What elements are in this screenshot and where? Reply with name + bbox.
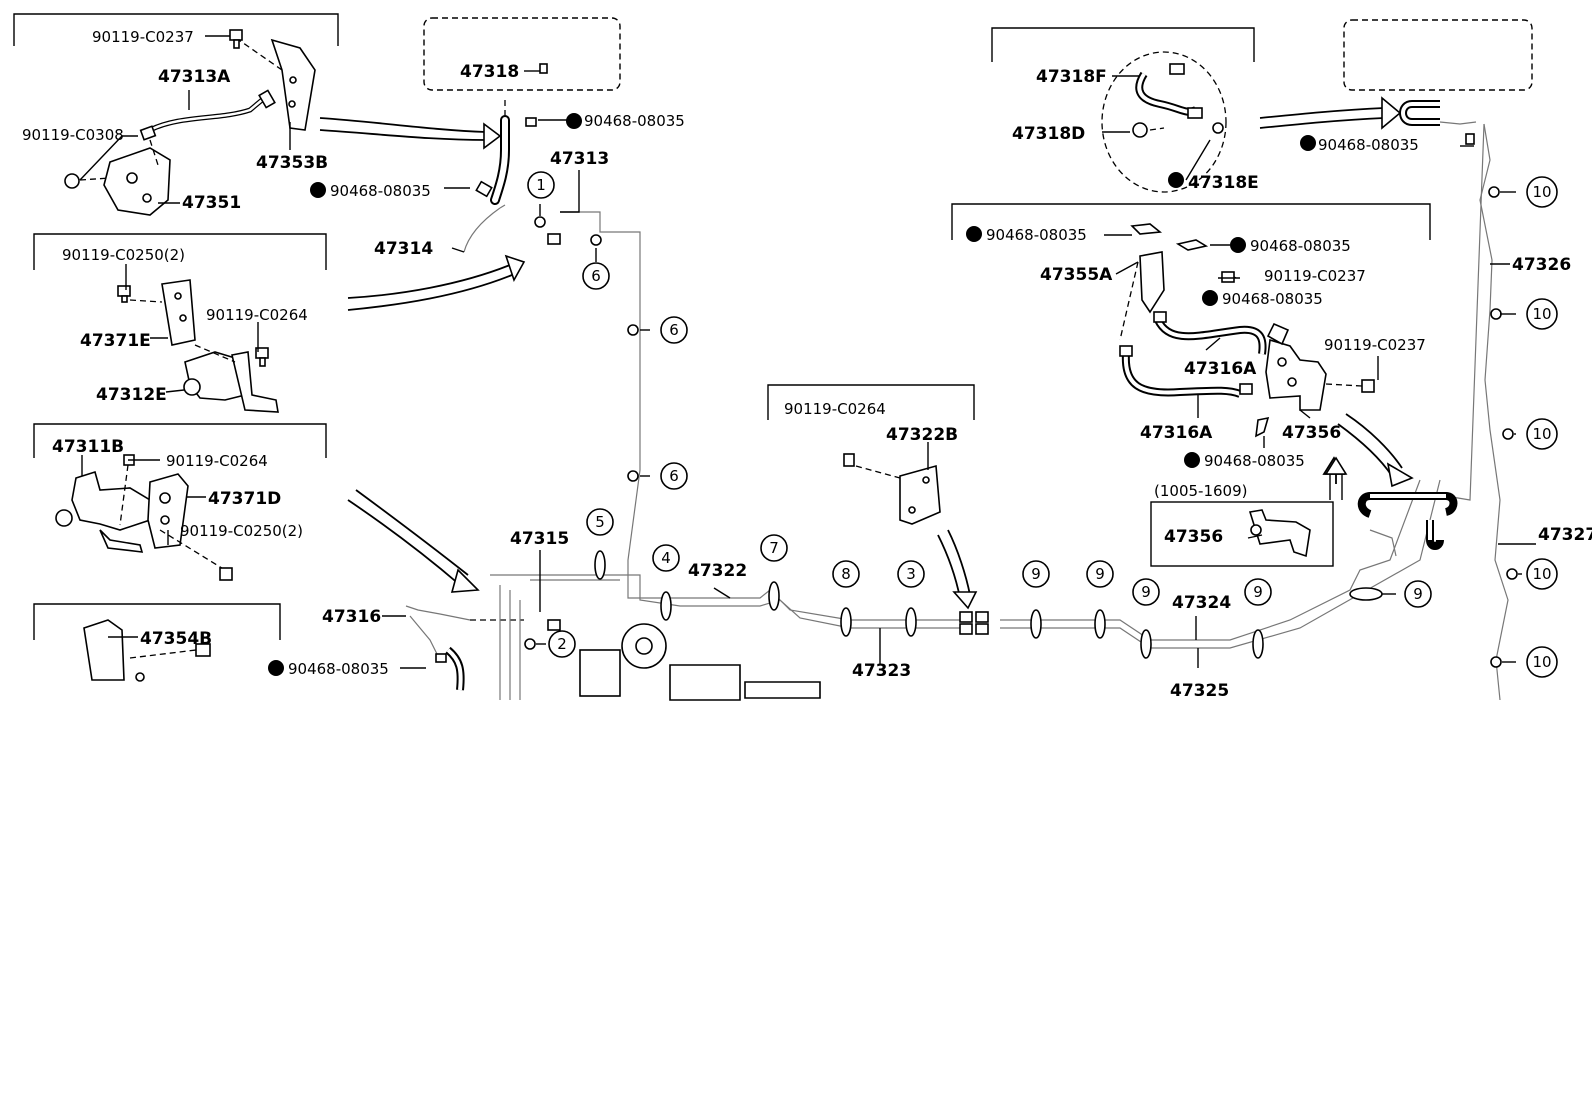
assembly-47327-area [1357,492,1458,557]
label-90468-08035: 90468-08035 [288,660,389,678]
callout-6: 6 [669,467,679,485]
label-47313: 47313 [550,149,609,169]
callout-3: 3 [906,565,916,583]
callout-9: 9 [1095,565,1105,583]
callout-6: 6 [591,267,601,285]
label-90468-08035: 90468-08035 [1204,452,1305,470]
label-47322: 47322 [688,561,747,581]
label-47315: 47315 [510,529,569,549]
callout-9: 9 [1031,565,1041,583]
label-47327: 47327 [1538,525,1592,545]
assembly-47322B [843,453,978,610]
pointer-arrow-3 [347,489,480,593]
callout-10: 10 [1532,653,1551,671]
label-47318: 47318 [460,62,519,82]
label-90119-C0237: 90119-C0237 [92,28,194,46]
label-47355A: 47355A [1040,265,1113,285]
label-90119-C0237: 90119-C0237 [1264,267,1366,285]
label-47314: 47314 [374,239,433,259]
callout-8: 8 [841,565,851,583]
assembly-47312E [117,279,279,413]
label-47313A: 47313A [158,67,231,87]
callout-10: 10 [1532,565,1551,583]
callout-5: 5 [595,513,605,531]
label-47311B: 47311B [52,437,124,457]
pointer-arrow-2 [347,254,526,311]
callout-numbers: 1 2 3 4 5 6 6 6 7 8 9 9 9 9 9 10 10 10 1… [536,176,1551,671]
label-47318F: 47318F [1036,67,1107,87]
label-47325: 47325 [1170,681,1229,701]
label-90468-08035: 90468-08035 [1318,136,1419,154]
label-47326: 47326 [1512,255,1571,275]
assembly-47316 [405,605,524,691]
assembly-47318 [463,63,548,253]
assembly-47356-inset [1248,509,1311,558]
label-90119-C0250: 90119-C0250(2) [62,246,185,264]
callout-1: 1 [536,176,546,194]
assembly-47313A [64,29,316,216]
callout-2: 2 [557,635,567,653]
callout-circles [527,171,1558,678]
label-90119-C0250: 90119-C0250(2) [180,522,303,540]
part-labels: 90119-C0237 47313A 90119-C0308 47353B 47… [22,28,1592,701]
label-90119-C0308: 90119-C0308 [22,126,124,144]
label-47316: 47316 [322,607,381,627]
callout-4: 4 [661,549,671,567]
leader-lines [79,35,1536,669]
group-boxes [13,13,1533,640]
callout-10: 10 [1532,183,1551,201]
label-47354B: 47354B [140,629,212,649]
label-47371D: 47371D [208,489,281,509]
pipe-network [490,123,1518,701]
label-47312E: 47312E [96,385,167,405]
label-47316A: 47316A [1140,423,1213,443]
label-90468-08035: 90468-08035 [584,112,685,130]
label-47324: 47324 [1172,593,1231,613]
callout-7: 7 [769,539,779,557]
callout-10: 10 [1532,425,1551,443]
callout-10: 10 [1532,305,1551,323]
label-47318D: 47318D [1012,124,1085,144]
label-range: (1005-1609) [1154,482,1247,500]
label-90468-08035: 90468-08035 [986,226,1087,244]
label-47371E: 47371E [80,331,151,351]
label-90119-C0264: 90119-C0264 [206,306,308,324]
label-90119-C0237: 90119-C0237 [1324,336,1426,354]
assembly-47318F [1101,51,1477,193]
label-47356: 47356 [1164,527,1223,547]
label-90468-08035: 90468-08035 [330,182,431,200]
callout-9: 9 [1141,583,1151,601]
assembly-47316A [1119,223,1414,500]
label-90119-C0264: 90119-C0264 [166,452,268,470]
label-47323: 47323 [852,661,911,681]
label-47356: 47356 [1282,423,1341,443]
callout-9: 9 [1413,585,1423,603]
label-90468-08035: 90468-08035 [1250,237,1351,255]
label-90119-C0264: 90119-C0264 [784,400,886,418]
callout-9: 9 [1253,583,1263,601]
pointer-arrow-1 [319,117,502,150]
label-47316A: 47316A [1184,359,1257,379]
callout-6: 6 [669,321,679,339]
label-47318E: 47318E [1188,173,1259,193]
label-47351: 47351 [182,193,241,213]
label-90468-08035: 90468-08035 [1222,290,1323,308]
assembly-47354B [83,619,211,682]
bullet-dots [268,113,1316,676]
label-47322B: 47322B [886,425,958,445]
label-47353B: 47353B [256,153,328,173]
